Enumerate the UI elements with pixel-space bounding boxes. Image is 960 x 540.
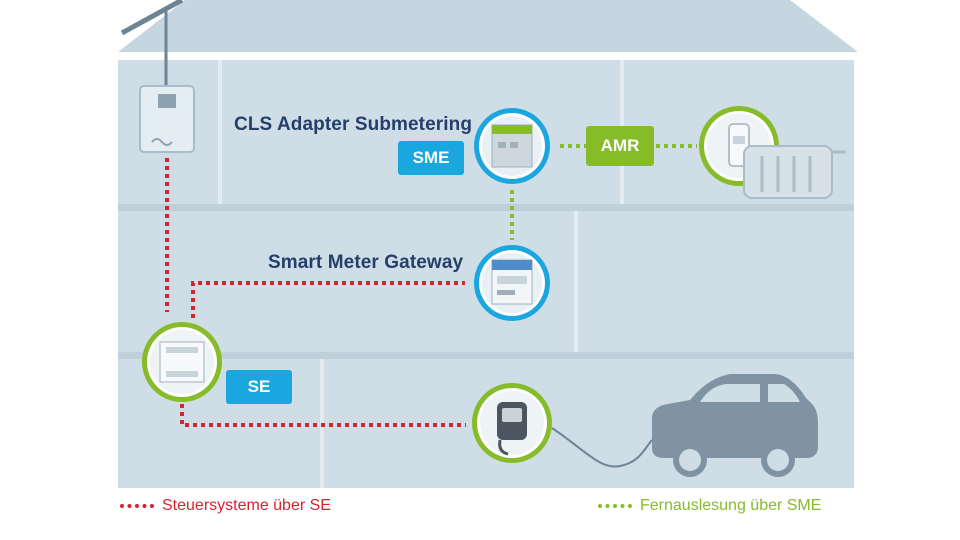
wall-line bbox=[218, 60, 222, 204]
radiator-icon bbox=[743, 145, 846, 199]
meter-icon bbox=[139, 85, 195, 153]
red-dots-icon bbox=[120, 504, 154, 508]
red-control-lines bbox=[165, 158, 466, 427]
cls-adapter-label: CLS Adapter Submetering bbox=[234, 114, 473, 135]
roof bbox=[118, 0, 858, 52]
wall-line bbox=[574, 211, 578, 352]
cls-adapter-icon bbox=[474, 108, 550, 184]
legend-red: Steuersysteme über SE bbox=[120, 497, 331, 515]
antenna-icon bbox=[120, 0, 184, 86]
control-box-icon bbox=[142, 322, 222, 402]
wallbox-icon bbox=[472, 383, 552, 463]
se-tag: SE bbox=[226, 370, 292, 404]
smart-meter-gateway-label: Smart Meter Gateway bbox=[268, 252, 464, 273]
car-icon bbox=[652, 374, 818, 477]
legend-green: Fernauslesung über SME bbox=[598, 497, 821, 515]
green-dots-icon bbox=[598, 504, 632, 508]
floor-divider-2 bbox=[118, 352, 854, 359]
legend-red-text: Steuersysteme über SE bbox=[162, 497, 331, 514]
legend-green-text: Fernauslesung über SME bbox=[640, 497, 822, 514]
sme-tag: SME bbox=[398, 141, 464, 175]
charging-cable bbox=[551, 427, 653, 468]
gateway-icon bbox=[474, 245, 550, 321]
green-readout-lines bbox=[510, 144, 697, 240]
amr-tag: AMR bbox=[586, 126, 654, 166]
floor-divider-1 bbox=[118, 204, 854, 211]
